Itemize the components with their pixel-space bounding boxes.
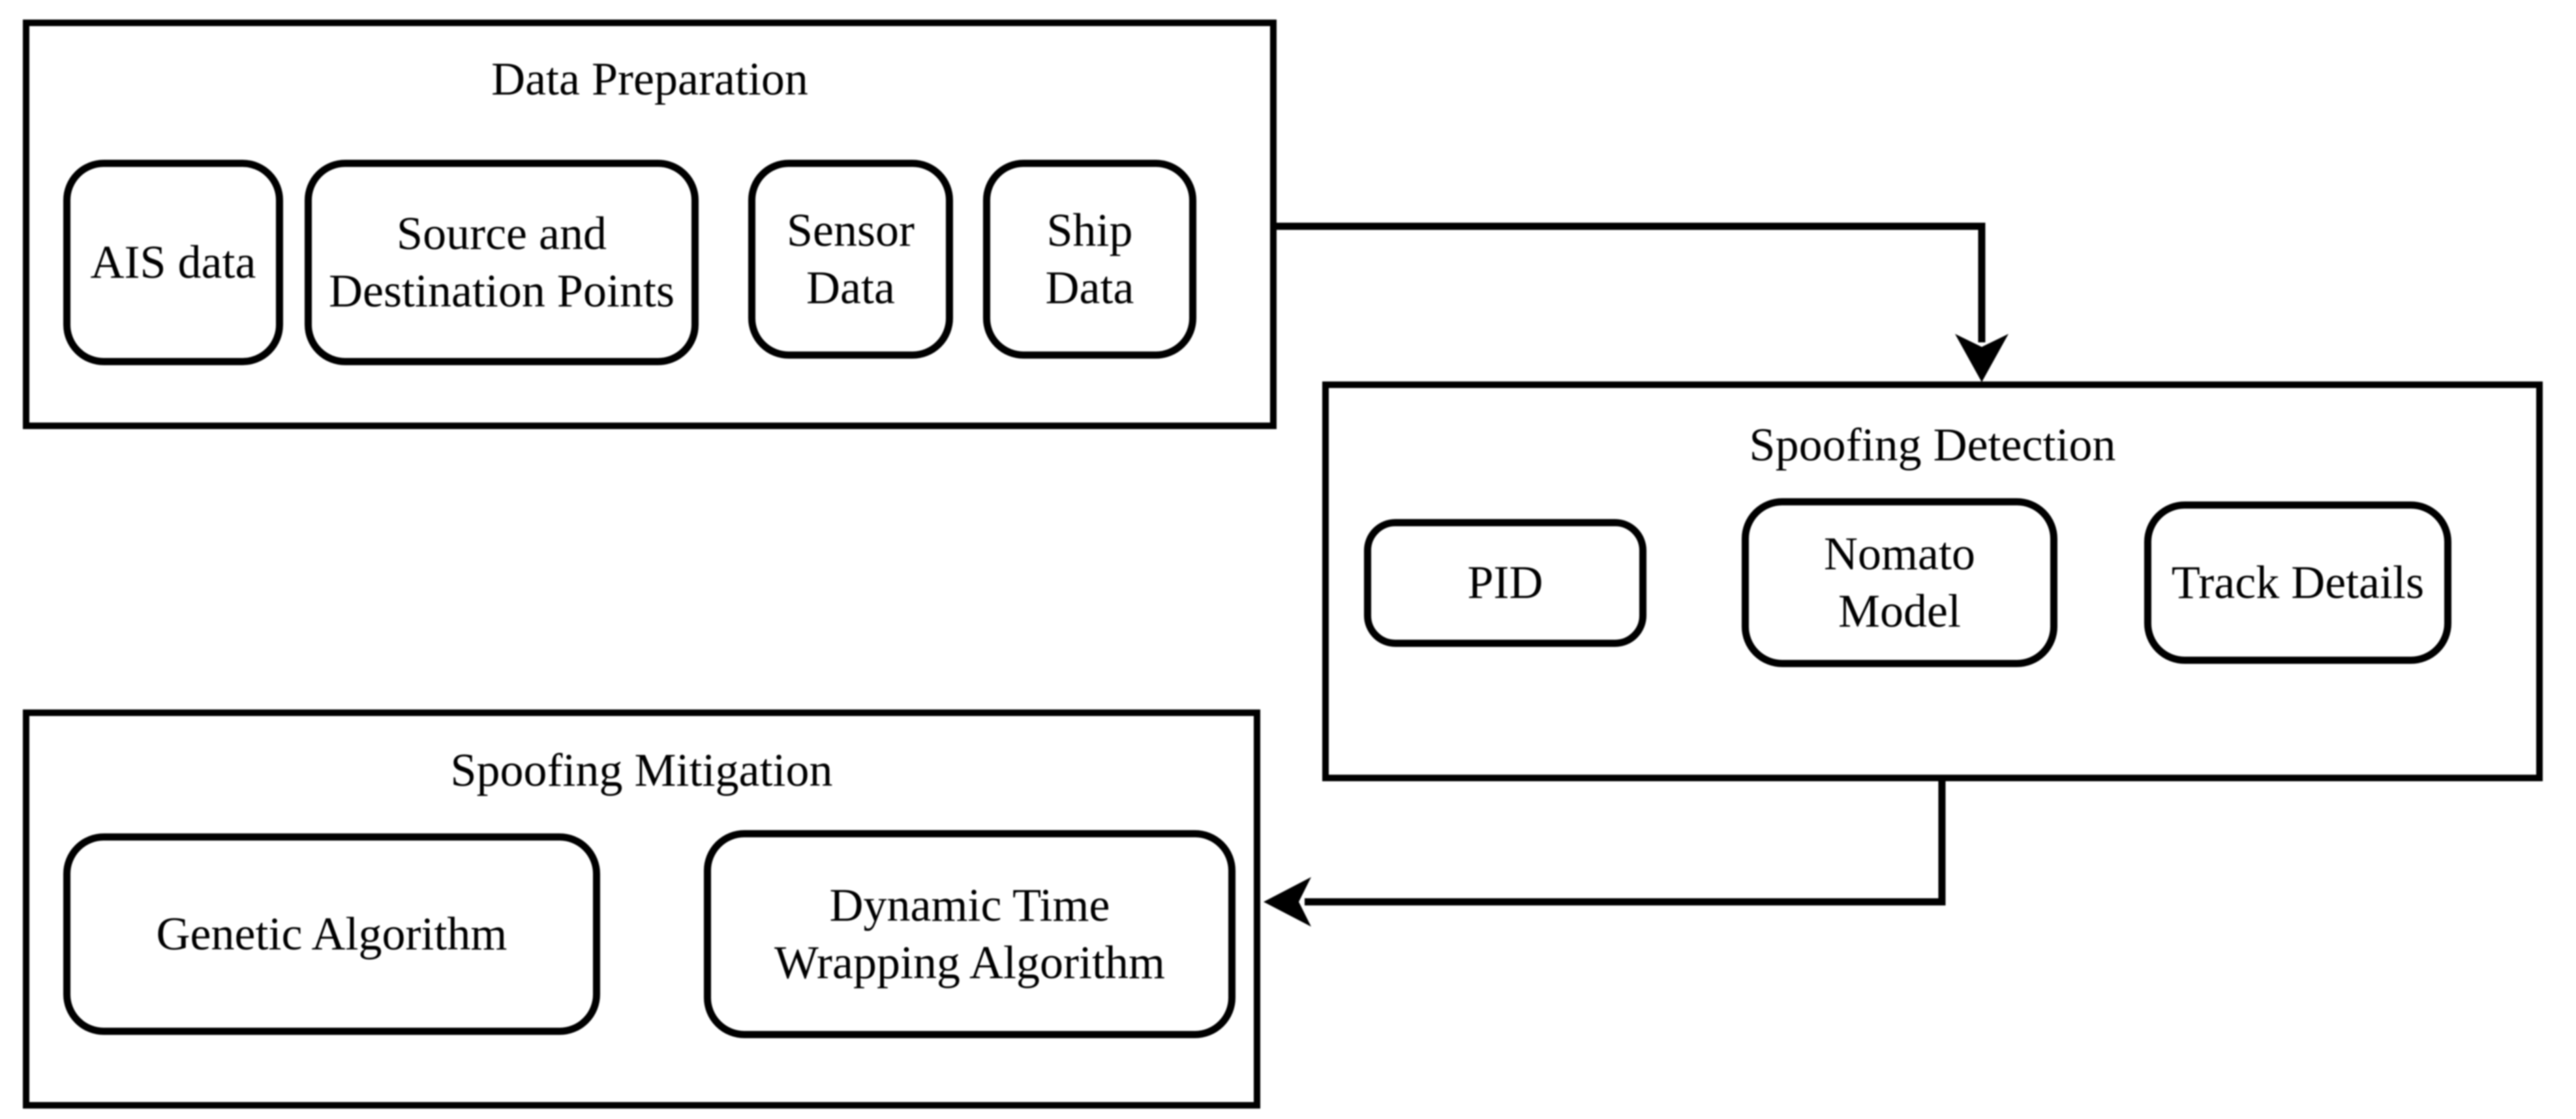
node-track-details-label: Track Details (2171, 556, 2425, 608)
node-genetic-algorithm-label: Genetic Algorithm (156, 907, 508, 960)
node-source-destination-points-label: Source and Destination Points (328, 207, 674, 317)
arrow-detection-to-mitigation-line (1305, 781, 1946, 906)
arrow-dataprep-to-detection-line (1277, 222, 1986, 342)
node-pid-label: PID (1467, 556, 1543, 609)
node-sensor-data: Sensor Data (748, 160, 953, 359)
spoofing-mitigation-title: Spoofing Mitigation (450, 744, 833, 796)
spoofing-detection-container: Spoofing Detection PID Nomato Model Trac… (1322, 381, 2543, 781)
spoofing-detection-title: Spoofing Detection (1749, 419, 2116, 471)
node-dynamic-time-wrapping-algorithm: Dynamic Time Wrapping Algorithm (704, 830, 1235, 1038)
node-ship-data-label: Ship Data (1045, 203, 1134, 314)
spoofing-mitigation-container: Spoofing Mitigation Genetic Algorithm Dy… (23, 709, 1260, 1109)
node-pid: PID (1364, 519, 1646, 647)
arrowhead-left-icon (1264, 877, 1311, 927)
node-dynamic-time-wrapping-algorithm-label: Dynamic Time Wrapping Algorithm (774, 878, 1166, 989)
node-track-details: Track Details (2144, 501, 2451, 664)
node-ais-data-label: AIS data (90, 235, 256, 288)
node-nomato-model: Nomato Model (1742, 498, 2057, 667)
node-source-destination-points: Source and Destination Points (305, 160, 699, 365)
node-nomato-model-label: Nomato Model (1824, 527, 1975, 637)
arrowhead-down-icon (1955, 334, 2008, 382)
data-preparation-title: Data Preparation (491, 53, 808, 105)
node-sensor-data-label: Sensor Data (787, 203, 915, 314)
node-genetic-algorithm: Genetic Algorithm (63, 833, 600, 1035)
node-ais-data: AIS data (63, 160, 283, 365)
node-ship-data: Ship Data (983, 160, 1196, 359)
arrow-detection-to-mitigation (1264, 781, 1946, 927)
arrow-dataprep-to-detection (1277, 222, 2008, 382)
data-preparation-container: Data Preparation AIS data Source and Des… (23, 20, 1277, 429)
